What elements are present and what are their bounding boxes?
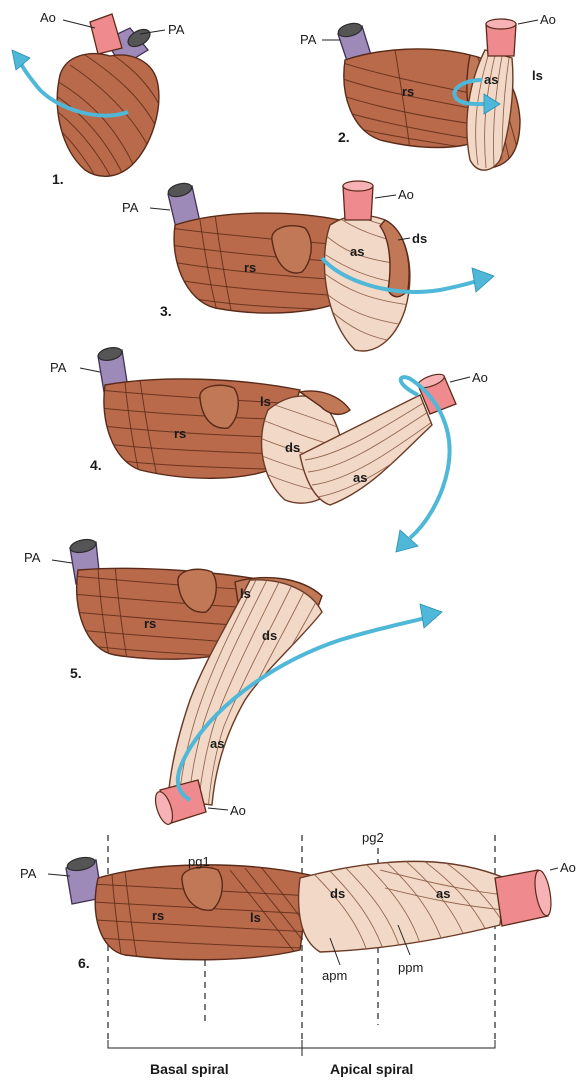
label-rs: rs xyxy=(174,426,186,441)
label-pa: PA xyxy=(300,32,317,47)
label-ls: ls xyxy=(250,910,261,925)
leader-ao xyxy=(208,808,228,810)
leader-pa xyxy=(150,208,170,210)
label-pa: PA xyxy=(20,866,37,881)
panel-number: 6. xyxy=(78,955,90,971)
label-as: as xyxy=(484,72,498,87)
label-rs: rs xyxy=(244,260,256,275)
label-as: as xyxy=(350,244,364,259)
label-as: as xyxy=(210,736,224,751)
label-ds: ds xyxy=(412,231,427,246)
leader-ao xyxy=(375,195,396,198)
panel-3: PA Ao rs as ds 3. xyxy=(122,181,494,351)
caption-basal-spiral: Basal spiral xyxy=(150,1061,229,1077)
panel-5: PA Ao rs ls ds as 5. xyxy=(24,537,442,826)
caption-apical-spiral: Apical spiral xyxy=(330,1061,413,1077)
label-pa: PA xyxy=(24,550,41,565)
label-pg1: pg1 xyxy=(188,854,210,869)
panel-number: 3. xyxy=(160,303,172,319)
panel-number: 4. xyxy=(90,457,102,473)
label-pa: PA xyxy=(122,200,139,215)
leader-pa xyxy=(80,368,100,372)
right-segment xyxy=(174,213,345,313)
label-ls: ls xyxy=(260,394,271,409)
panel-number: 1. xyxy=(52,171,64,187)
arrowhead-3 xyxy=(472,268,494,292)
aorta xyxy=(90,14,122,54)
bracket-apical-spiral xyxy=(302,1040,495,1048)
label-rs: rs xyxy=(402,84,414,99)
label-ds: ds xyxy=(285,440,300,455)
leader-ao xyxy=(518,20,538,24)
leader-ao xyxy=(450,377,470,382)
label-ao: Ao xyxy=(540,12,556,27)
aorta-opening xyxy=(343,181,373,191)
label-ao: Ao xyxy=(230,803,246,818)
bracket-basal-spiral xyxy=(108,1040,302,1048)
label-ls: ls xyxy=(240,586,251,601)
label-ds: ds xyxy=(330,886,345,901)
leader-ao xyxy=(550,868,558,870)
label-rs: rs xyxy=(144,616,156,631)
panel-2: PA Ao rs as ls 2. xyxy=(300,12,556,175)
label-rs: rs xyxy=(152,908,164,923)
label-ao: Ao xyxy=(398,187,414,202)
label-pa: PA xyxy=(50,360,67,375)
label-ppm: ppm xyxy=(398,960,423,975)
panel-number: 5. xyxy=(70,665,82,681)
label-as: as xyxy=(436,886,450,901)
label-ao: Ao xyxy=(560,860,576,875)
label-as: as xyxy=(353,470,367,485)
label-apm: apm xyxy=(322,968,347,983)
label-pg2: pg2 xyxy=(362,830,384,845)
leader-pa xyxy=(52,560,72,563)
arrowhead-5 xyxy=(420,604,442,628)
label-pa: PA xyxy=(168,22,185,37)
panel-number: 2. xyxy=(338,129,350,145)
label-ds: ds xyxy=(262,628,277,643)
panel-1: Ao PA 1. xyxy=(12,10,185,187)
panel-4: PA Ao rs ls ds as 4. xyxy=(50,346,488,552)
label-ls: ls xyxy=(532,68,543,83)
aorta-opening xyxy=(486,19,516,29)
panel-6: PA Ao pg1 pg2 rs ls ds as apm ppm 6. Bas… xyxy=(20,830,576,1077)
label-ao: Ao xyxy=(40,10,56,25)
label-ao: Ao xyxy=(472,370,488,385)
